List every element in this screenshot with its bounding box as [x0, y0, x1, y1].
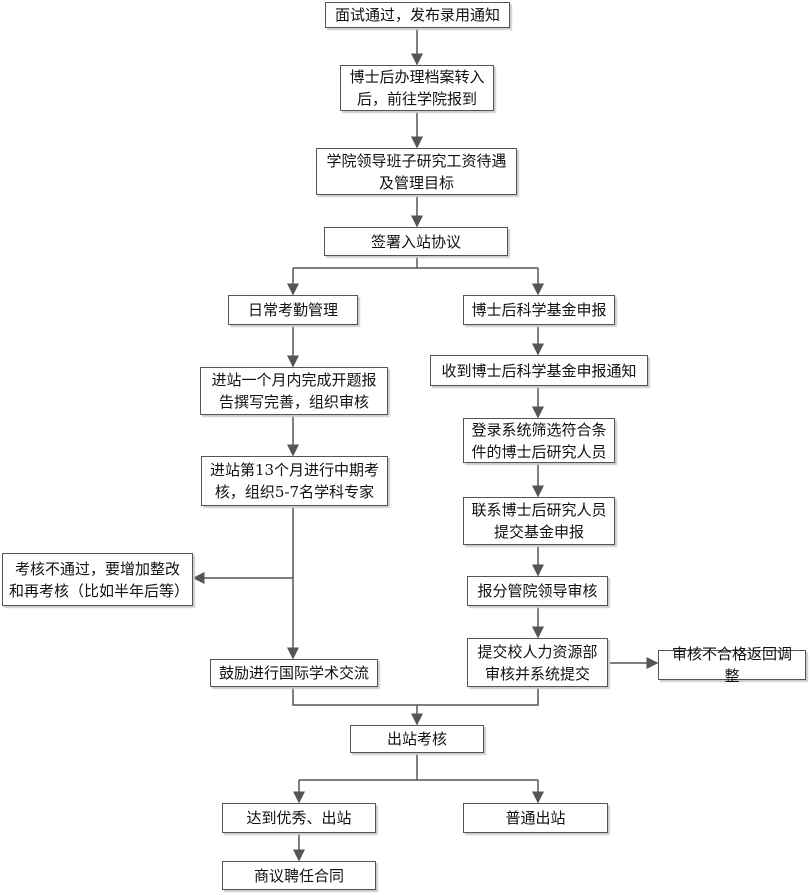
node-reject: 审核不合格返回调整 — [658, 645, 806, 685]
node-fail: 考核不通过，要增加整改和再考核（比如半年后等） — [2, 553, 193, 606]
node-contact: 联系博士后研究人员提交基金申报 — [463, 497, 615, 545]
node-opening: 进站一个月内完成开题报告撰写完善，组织审核 — [200, 367, 388, 415]
node-screen: 登录系统筛选符合条件的博士后研究人员 — [463, 418, 615, 463]
node-agreement: 签署入站协议 — [324, 227, 508, 256]
node-midterm: 进站第13个月进行中期考核，组织5-7名学科专家 — [201, 456, 388, 506]
connector — [292, 687, 539, 706]
node-attendance: 日常考勤管理 — [228, 295, 358, 325]
node-offer: 面试通过，发布录用通知 — [325, 2, 510, 28]
node-hr-submit: 提交校人力资源部审核并系统提交 — [467, 638, 608, 687]
node-excellent: 达到优秀、出站 — [222, 803, 376, 833]
node-leadership: 学院领导班子研究工资待遇及管理目标 — [316, 148, 517, 195]
node-exit-review: 出站考核 — [350, 725, 484, 753]
node-contract: 商议聘任合同 — [222, 861, 376, 890]
node-report: 博士后办理档案转入后，前往学院报到 — [340, 65, 494, 111]
node-international: 鼓励进行国际学术交流 — [210, 659, 378, 687]
node-fund-apply: 博士后科学基金申报 — [463, 295, 615, 325]
node-leader-review: 报分管院领导审核 — [467, 576, 608, 606]
node-fund-notice: 收到博士后科学基金申报通知 — [430, 355, 648, 386]
node-normal-exit: 普通出站 — [463, 803, 608, 833]
